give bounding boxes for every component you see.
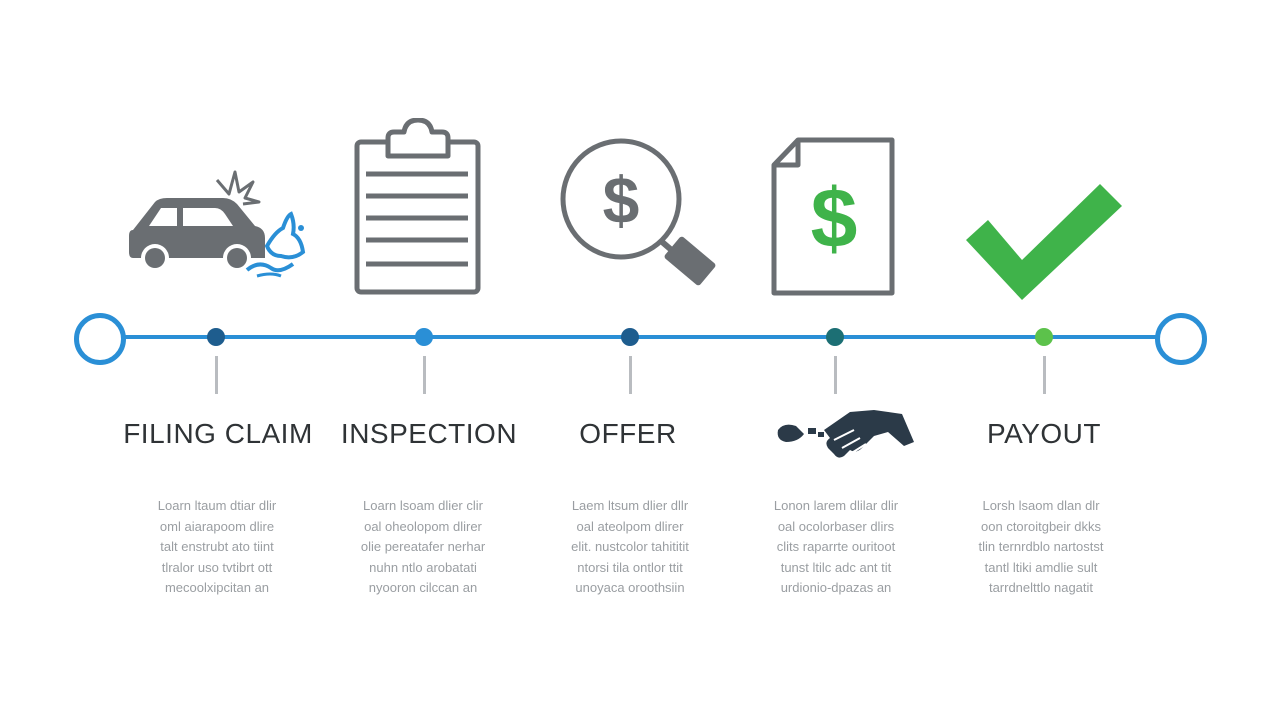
step-label-filing-claim: FILING CLAIM — [123, 418, 313, 449]
step-description-inspection: Loarn lsoam dlier clir oal oheolopom dli… — [360, 498, 486, 595]
checkmark-icon — [966, 184, 1122, 300]
timeline-node-inspection — [415, 328, 433, 346]
dollar-document-icon: $ — [771, 137, 895, 296]
connector-tick — [423, 356, 426, 394]
step-description-offer: Laem ltsum dlier dllr oal ateolpom dlire… — [571, 498, 689, 595]
step-description-payout: Lorsh lsaom dlan dlr oon ctoroitgbeir dk… — [978, 498, 1104, 595]
connector-tick — [215, 356, 218, 394]
connector-tick — [834, 356, 837, 394]
timeline-end-ring — [1155, 313, 1207, 365]
step-description-handshake: Lonon larem dlilar dlir oal ocolorbaser … — [773, 498, 899, 595]
timeline-node-filing-claim — [207, 328, 225, 346]
impact-burst — [215, 170, 261, 206]
step-label-offer: OFFER — [579, 418, 677, 449]
timeline-node-handshake — [826, 328, 844, 346]
step-label-payout: PAYOUT — [987, 418, 1101, 449]
svg-text:$: $ — [603, 163, 640, 237]
timeline-node-payout — [1035, 328, 1053, 346]
handshake-icon — [777, 410, 914, 458]
clipboard-icon — [354, 118, 481, 295]
step-label-inspection: INSPECTION — [340, 418, 518, 449]
car-crash-icon — [129, 170, 306, 278]
timeline-node-offer — [621, 328, 639, 346]
timeline-track — [98, 335, 1182, 339]
connector-tick — [1043, 356, 1046, 394]
timeline-start-ring — [74, 313, 126, 365]
dollar-magnifier-icon: $ — [560, 138, 716, 286]
connector-tick — [629, 356, 632, 394]
svg-text:$: $ — [811, 171, 858, 265]
splash-shape — [264, 211, 306, 260]
step-description-filing-claim: Loarn ltaum dtiar dlir oml aiarapoom dli… — [157, 498, 277, 595]
